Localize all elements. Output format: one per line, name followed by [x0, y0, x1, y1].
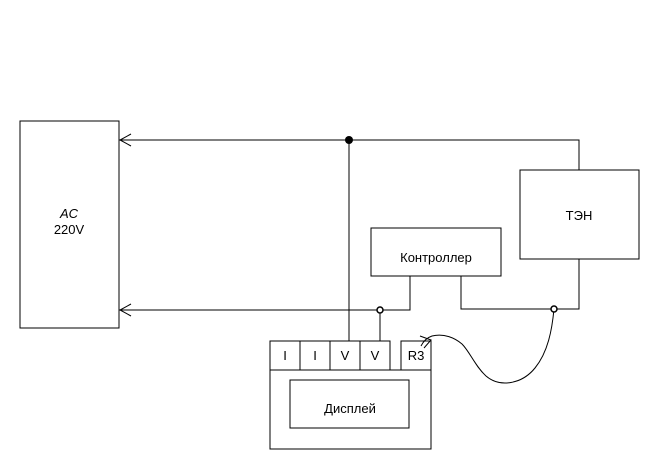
top-arrow-head — [118, 133, 132, 147]
top-junction-dot — [345, 136, 353, 144]
top-wire — [119, 139, 580, 170]
display-screen — [289, 379, 410, 429]
controller-heater-wire — [460, 259, 580, 310]
terminal-r3 — [400, 340, 432, 371]
ac-voltage-label: 220V — [54, 222, 85, 237]
sensor-wire — [420, 308, 555, 384]
ac-source-box — [19, 120, 120, 329]
heater-junction-dot — [550, 305, 558, 313]
terminal-i-2-label: I — [313, 348, 317, 363]
terminal-r3-label: R3 — [408, 348, 425, 363]
terminal-i-1-label: I — [283, 348, 287, 363]
terminal-v-1-label: V — [341, 348, 350, 363]
bottom-wire — [119, 276, 411, 311]
bottom-junction-dot — [376, 306, 384, 314]
ac-label: AC — [59, 206, 79, 221]
controller-box — [370, 227, 502, 277]
terminal-v-2-label: V — [371, 348, 380, 363]
terminal-v-2 — [359, 340, 391, 371]
display-label: Дисплей — [324, 401, 376, 416]
heater-label: ТЭН — [566, 208, 593, 223]
bottom-arrow-head — [118, 303, 132, 317]
controller-label: Контроллер — [400, 250, 472, 265]
sensor-arrow-head — [419, 335, 432, 349]
